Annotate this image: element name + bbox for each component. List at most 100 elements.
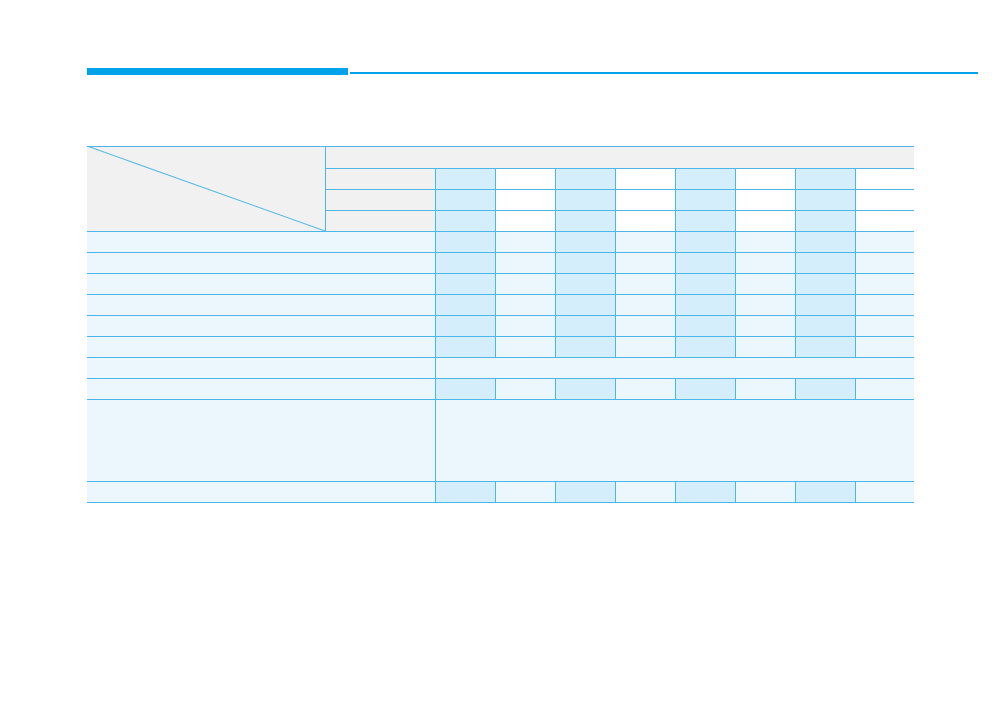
table-cell [555,378,615,399]
grid-line [555,378,556,399]
sub-header-cell [435,210,495,231]
table-cell [795,231,855,252]
grid-line [435,399,436,481]
sub-header-cell [495,210,555,231]
grid-line [735,378,736,399]
row-label [87,231,435,252]
table-cell [675,481,735,502]
table-cell [735,336,795,357]
table-cell [795,294,855,315]
grid-line [855,231,856,252]
table-cell [555,252,615,273]
grid-line [855,252,856,273]
grid-line [675,336,676,357]
header-accent-bar [87,68,348,75]
table-cell [495,294,555,315]
row-label [87,399,435,481]
grid-line [435,336,436,357]
grid-line [435,481,436,502]
group-header [325,146,914,168]
table-cell [615,231,675,252]
grid-line [735,168,736,231]
table-cell [675,231,735,252]
table-cell [435,315,495,336]
grid-line [735,294,736,315]
table-cell [675,252,735,273]
table-cell [435,378,495,399]
grid-line [675,273,676,294]
grid-line [87,146,914,147]
grid-line [435,294,436,315]
row-label [87,378,435,399]
sub-header-cell [735,168,795,189]
grid-line [555,252,556,273]
grid-line [325,210,914,211]
table-cell [615,294,675,315]
grid-line [435,273,436,294]
table-cell [615,481,675,502]
grid-line [87,252,914,253]
grid-line [795,481,796,502]
grid-line [87,231,914,232]
grid-line [435,231,436,252]
grid-line [435,378,436,399]
grid-line [615,481,616,502]
grid-line [555,231,556,252]
table-cell [855,294,914,315]
table-cell [735,481,795,502]
grid-line [735,273,736,294]
table-cell [735,273,795,294]
sub-header-cell [675,210,735,231]
grid-line [435,357,436,378]
grid-line [435,168,436,231]
sub-header-cell [615,210,675,231]
sub-header-cell [795,189,855,210]
table-cell [495,273,555,294]
grid-line [87,294,914,295]
grid-line [555,168,556,231]
table-cell [855,378,914,399]
grid-line [87,336,914,337]
table-cell [675,378,735,399]
spec-table [87,146,914,507]
table-cell [495,481,555,502]
grid-line [555,315,556,336]
grid-line [555,273,556,294]
grid-line [615,252,616,273]
grid-line [495,273,496,294]
table-cell [735,378,795,399]
grid-line [615,273,616,294]
corner-bottom-label [95,208,205,224]
grid-line [495,315,496,336]
table-cell [855,231,914,252]
grid-line [795,273,796,294]
sub-header-cell [795,168,855,189]
sub-header-cell [675,189,735,210]
grid-line [615,315,616,336]
sub-header-cell [795,210,855,231]
grid-line [615,336,616,357]
table-cell [495,336,555,357]
corner-diagonal [87,146,325,231]
grid-line [855,273,856,294]
sub-header-cell [855,210,914,231]
table-cell [795,481,855,502]
grid-line [795,378,796,399]
grid-line [855,378,856,399]
table-cell [615,378,675,399]
sub-header-cell [735,210,795,231]
table-cell [555,231,615,252]
row-label [87,336,435,357]
row-label [87,294,435,315]
table-cell [435,252,495,273]
row-label [87,481,435,502]
grid-line [495,481,496,502]
grid-line [495,294,496,315]
table-cell [675,336,735,357]
table-cell [435,273,495,294]
grid-line [325,146,326,231]
grid-line [435,315,436,336]
grid-line [495,252,496,273]
table-cell [675,273,735,294]
table-cell [555,481,615,502]
